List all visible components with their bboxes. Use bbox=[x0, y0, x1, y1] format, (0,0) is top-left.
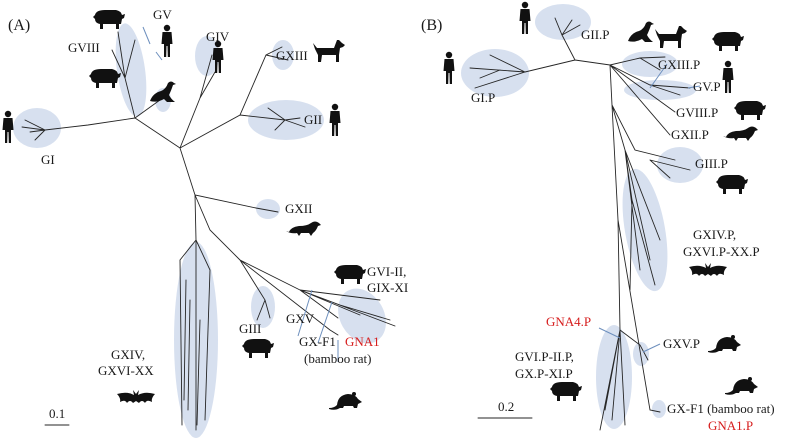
ferret-icon bbox=[286, 221, 321, 236]
dog-icon bbox=[313, 40, 345, 62]
clade-gii-p bbox=[535, 4, 591, 40]
label-bamboo-rat: (bamboo rat) bbox=[304, 351, 372, 366]
label-gvi-p-line1: GVI.P-II.P, bbox=[515, 349, 574, 364]
label-gna4-p: GNA4.P bbox=[546, 314, 591, 329]
pig-icon bbox=[93, 10, 125, 29]
label-gxii: GXII bbox=[285, 201, 312, 216]
clade-gvi-p bbox=[596, 325, 632, 429]
panel-a: (A) GV GVIII GIV GXIII GII GI GXII GVI-I… bbox=[2, 7, 408, 438]
ferret-icon bbox=[723, 126, 758, 141]
clade-gvi-gix bbox=[338, 288, 386, 344]
label-gxiv-p-line1: GXIV.P, bbox=[693, 227, 736, 242]
clade-giv bbox=[195, 36, 219, 76]
label-gxii-p: GXII.P bbox=[671, 127, 709, 142]
human-icon bbox=[722, 60, 734, 93]
pig-icon bbox=[550, 382, 582, 401]
pig-icon bbox=[242, 339, 274, 358]
label-gxiv-line2: GXVI-XX bbox=[98, 363, 154, 378]
label-gxv: GXV bbox=[286, 311, 315, 326]
scale-label-a: 0.1 bbox=[49, 406, 65, 421]
clade-gi bbox=[13, 108, 61, 148]
label-gx-f1-bamboo: GX-F1 (bamboo rat) bbox=[667, 401, 775, 416]
human-icon bbox=[443, 51, 455, 84]
scale-label-b: 0.2 bbox=[498, 399, 514, 414]
label-giii: GIII bbox=[239, 321, 261, 336]
pig-icon bbox=[716, 175, 748, 194]
label-giv: GIV bbox=[206, 29, 230, 44]
bat-icon bbox=[689, 263, 727, 276]
clade-gv-p bbox=[624, 80, 696, 100]
label-gxiii: GXIII bbox=[276, 48, 308, 63]
label-gviii: GVIII bbox=[68, 40, 100, 55]
pig-icon bbox=[734, 101, 766, 120]
pig-icon bbox=[334, 265, 366, 284]
clade-gxii bbox=[256, 199, 280, 219]
panel-b-label: (B) bbox=[421, 17, 442, 34]
label-gvi-ii-line2: GIX-XI bbox=[367, 280, 408, 295]
label-gviii-p: GVIII.P bbox=[676, 105, 718, 120]
rat-icon bbox=[725, 377, 758, 395]
panel-b: (B) GII.P GXIII.P GI.P GV.P GVIII.P GXII… bbox=[421, 1, 775, 433]
rat-icon bbox=[708, 335, 741, 353]
label-gxiv-p-line2: GXVI.P-XX.P bbox=[683, 244, 760, 259]
label-gii: GII bbox=[304, 112, 322, 127]
rat-icon bbox=[329, 392, 362, 410]
sea-lion-icon bbox=[628, 21, 654, 42]
label-gii-p: GII.P bbox=[581, 27, 610, 42]
label-gxv-p: GXV.P bbox=[663, 336, 700, 351]
sea-lion-icon bbox=[150, 81, 176, 102]
bat-icon bbox=[117, 390, 155, 403]
tree-a-branches bbox=[21, 31, 396, 431]
label-gvi-ii-line1: GVI-II, bbox=[367, 264, 406, 279]
human-icon bbox=[329, 103, 341, 136]
clade-gx-f1-p bbox=[652, 400, 666, 418]
label-gxiii-p: GXIII.P bbox=[658, 57, 700, 72]
human-icon bbox=[161, 24, 173, 57]
human-icon bbox=[2, 110, 14, 143]
human-icon bbox=[519, 1, 531, 34]
clade-gv-gviii bbox=[115, 23, 147, 117]
label-gv: GV bbox=[153, 7, 172, 22]
pig-icon bbox=[712, 32, 744, 51]
clade-giii bbox=[251, 286, 275, 328]
label-gx-f1: GX-F1 bbox=[299, 334, 336, 349]
clade-giii-p bbox=[657, 147, 703, 183]
clade-gxiii bbox=[272, 40, 294, 70]
dog-icon bbox=[655, 26, 687, 48]
tree-b-leaders bbox=[598, 63, 701, 353]
label-gvi-p-line2: GX.P-XI.P bbox=[515, 366, 573, 381]
clade-gi-p bbox=[461, 49, 529, 97]
tree-b-branches bbox=[469, 17, 691, 431]
label-gxiv-line1: GXIV, bbox=[111, 347, 145, 362]
label-gna1: GNA1 bbox=[345, 334, 380, 349]
label-gna1-p: GNA1.P bbox=[708, 418, 753, 433]
tree-a-leaders bbox=[142, 26, 339, 362]
label-gv-p: GV.P bbox=[693, 79, 721, 94]
pig-icon bbox=[89, 69, 121, 88]
clade-gxiv-p bbox=[622, 168, 668, 292]
label-gi: GI bbox=[41, 152, 55, 167]
label-gi-p: GI.P bbox=[471, 90, 495, 105]
panel-a-label: (A) bbox=[8, 17, 30, 34]
label-giii-p: GIII.P bbox=[695, 156, 728, 171]
